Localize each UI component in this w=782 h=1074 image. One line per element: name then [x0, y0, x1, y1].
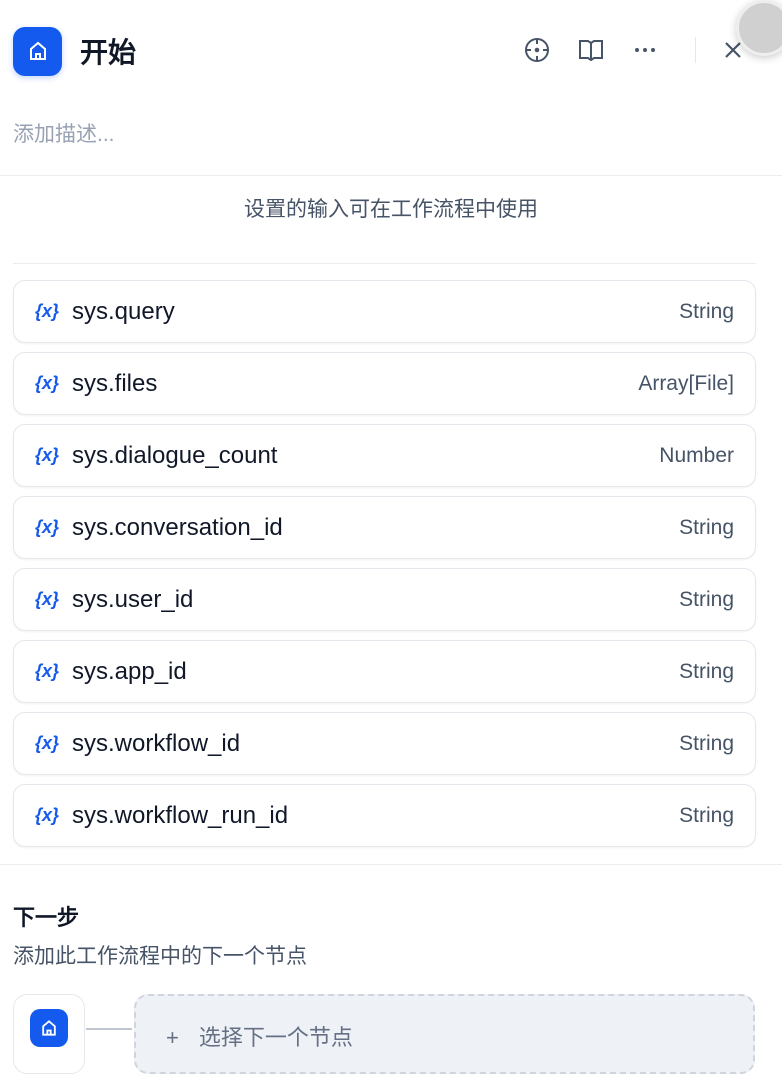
variable-type: String	[679, 659, 734, 683]
divider	[13, 263, 756, 264]
variable-icon: {x}	[35, 517, 60, 537]
next-step-desc: 添加此工作流程中的下一个节点	[13, 945, 307, 968]
divider	[695, 37, 696, 63]
variable-name: sys.conversation_id	[72, 513, 283, 541]
home-icon	[30, 1009, 68, 1047]
variable-type: Array[File]	[638, 371, 734, 395]
avatar[interactable]	[736, 0, 782, 56]
variable-icon: {x}	[35, 589, 60, 609]
variable-row[interactable]: {x} sys.workflow_run_id String	[13, 784, 756, 847]
variable-type: String	[679, 731, 734, 755]
select-next-node-label: 选择下一个节点	[198, 1025, 353, 1050]
book-icon[interactable]	[577, 36, 605, 64]
variable-icon: {x}	[35, 733, 60, 753]
variable-type: String	[679, 587, 734, 611]
variable-type: String	[679, 299, 734, 323]
description-input[interactable]: 添加描述...	[13, 123, 115, 146]
next-step-title: 下一步	[13, 905, 80, 930]
variable-name: sys.workflow_id	[72, 729, 241, 757]
variable-name: sys.dialogue_count	[72, 441, 278, 469]
variable-name: sys.workflow_run_id	[72, 801, 289, 829]
info-text: 设置的输入可在工作流程中使用	[244, 198, 538, 221]
variable-icon: {x}	[35, 661, 60, 681]
variable-row[interactable]: {x} sys.workflow_id String	[13, 712, 756, 775]
variable-name: sys.files	[72, 369, 158, 397]
variable-icon: {x}	[35, 805, 60, 825]
home-icon	[13, 26, 62, 76]
variable-name: sys.user_id	[72, 585, 194, 613]
variable-type: Number	[659, 443, 734, 467]
variable-name: sys.app_id	[72, 657, 187, 685]
current-node	[13, 994, 85, 1074]
node-title[interactable]: 开始	[80, 37, 137, 68]
variable-icon: {x}	[35, 301, 60, 321]
variable-icon: {x}	[35, 373, 60, 393]
more-icon[interactable]	[631, 36, 659, 64]
close-icon[interactable]	[722, 39, 744, 61]
variable-row[interactable]: {x} sys.conversation_id String	[13, 496, 756, 559]
variable-row[interactable]: {x} sys.user_id String	[13, 568, 756, 631]
panel-header: 开始	[13, 0, 782, 76]
divider	[0, 864, 782, 865]
variable-row[interactable]: {x} sys.files Array[File]	[13, 352, 756, 415]
divider	[0, 175, 782, 176]
plus-icon: +	[166, 1025, 179, 1050]
connector-line	[86, 1028, 132, 1030]
variable-name: sys.query	[72, 297, 175, 325]
select-next-node-button[interactable]: + 选择下一个节点	[134, 994, 755, 1074]
variable-icon: {x}	[35, 445, 60, 465]
variable-list: (function(){ const d=JSON.parse(document…	[13, 280, 756, 856]
variable-row[interactable]: {x} sys.app_id String	[13, 640, 756, 703]
target-icon[interactable]	[523, 36, 551, 64]
variable-type: String	[679, 803, 734, 827]
variable-row[interactable]: {x} sys.dialogue_count Number	[13, 424, 756, 487]
variable-type: String	[679, 515, 734, 539]
variable-row[interactable]: {x} sys.query String	[13, 280, 756, 343]
